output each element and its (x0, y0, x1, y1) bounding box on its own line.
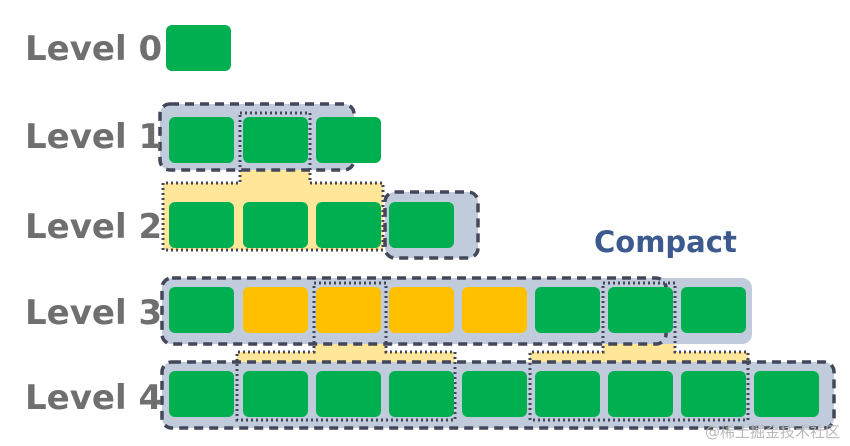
block-l3-7 (608, 287, 673, 333)
block-l4-8 (681, 371, 746, 417)
block-l3-2 (243, 287, 308, 333)
block-l1-2 (243, 117, 308, 163)
block-l3-4 (389, 287, 454, 333)
level-0-label: Level 0 (25, 29, 162, 69)
group-box-level3-outline (160, 276, 668, 346)
block-l4-1 (169, 371, 234, 417)
block-l2-4 (389, 202, 454, 248)
highlight-dotted-outlines (161, 111, 750, 422)
block-l2-2 (243, 202, 308, 248)
dotted-outline-l3-l4-left (235, 281, 457, 422)
block-l4-2 (243, 371, 308, 417)
dotted-outline-l1-l2 (161, 111, 385, 252)
level-labels: Level 0 Level 1 Level 2 Level 3 Level 4 (25, 29, 162, 418)
level-3-label: Level 3 (25, 293, 162, 333)
block-l3-6 (535, 287, 600, 333)
block-l3-1 (169, 287, 234, 333)
block-l4-6 (535, 371, 600, 417)
block-l3-5 (462, 287, 527, 333)
level-2-label: Level 2 (25, 207, 162, 247)
block-l2-1 (169, 202, 234, 248)
block-l1-3 (316, 117, 381, 163)
block-l0-1 (166, 25, 231, 71)
block-l3-3 (316, 287, 381, 333)
dotted-outline-l3-l4-right (528, 281, 750, 422)
sstable-blocks (166, 25, 819, 417)
block-l3-8 (681, 287, 746, 333)
block-l4-3 (316, 371, 381, 417)
block-l4-9 (754, 371, 819, 417)
level-1-label: Level 1 (25, 117, 162, 157)
compact-label: Compact (594, 225, 737, 259)
level-4-label: Level 4 (25, 378, 162, 418)
block-l4-5 (462, 371, 527, 417)
block-l1-1 (169, 117, 234, 163)
watermark-text: @稀土掘金技术社区 (705, 423, 840, 441)
block-l2-3 (316, 202, 381, 248)
block-l4-7 (608, 371, 673, 417)
block-l4-4 (389, 371, 454, 417)
